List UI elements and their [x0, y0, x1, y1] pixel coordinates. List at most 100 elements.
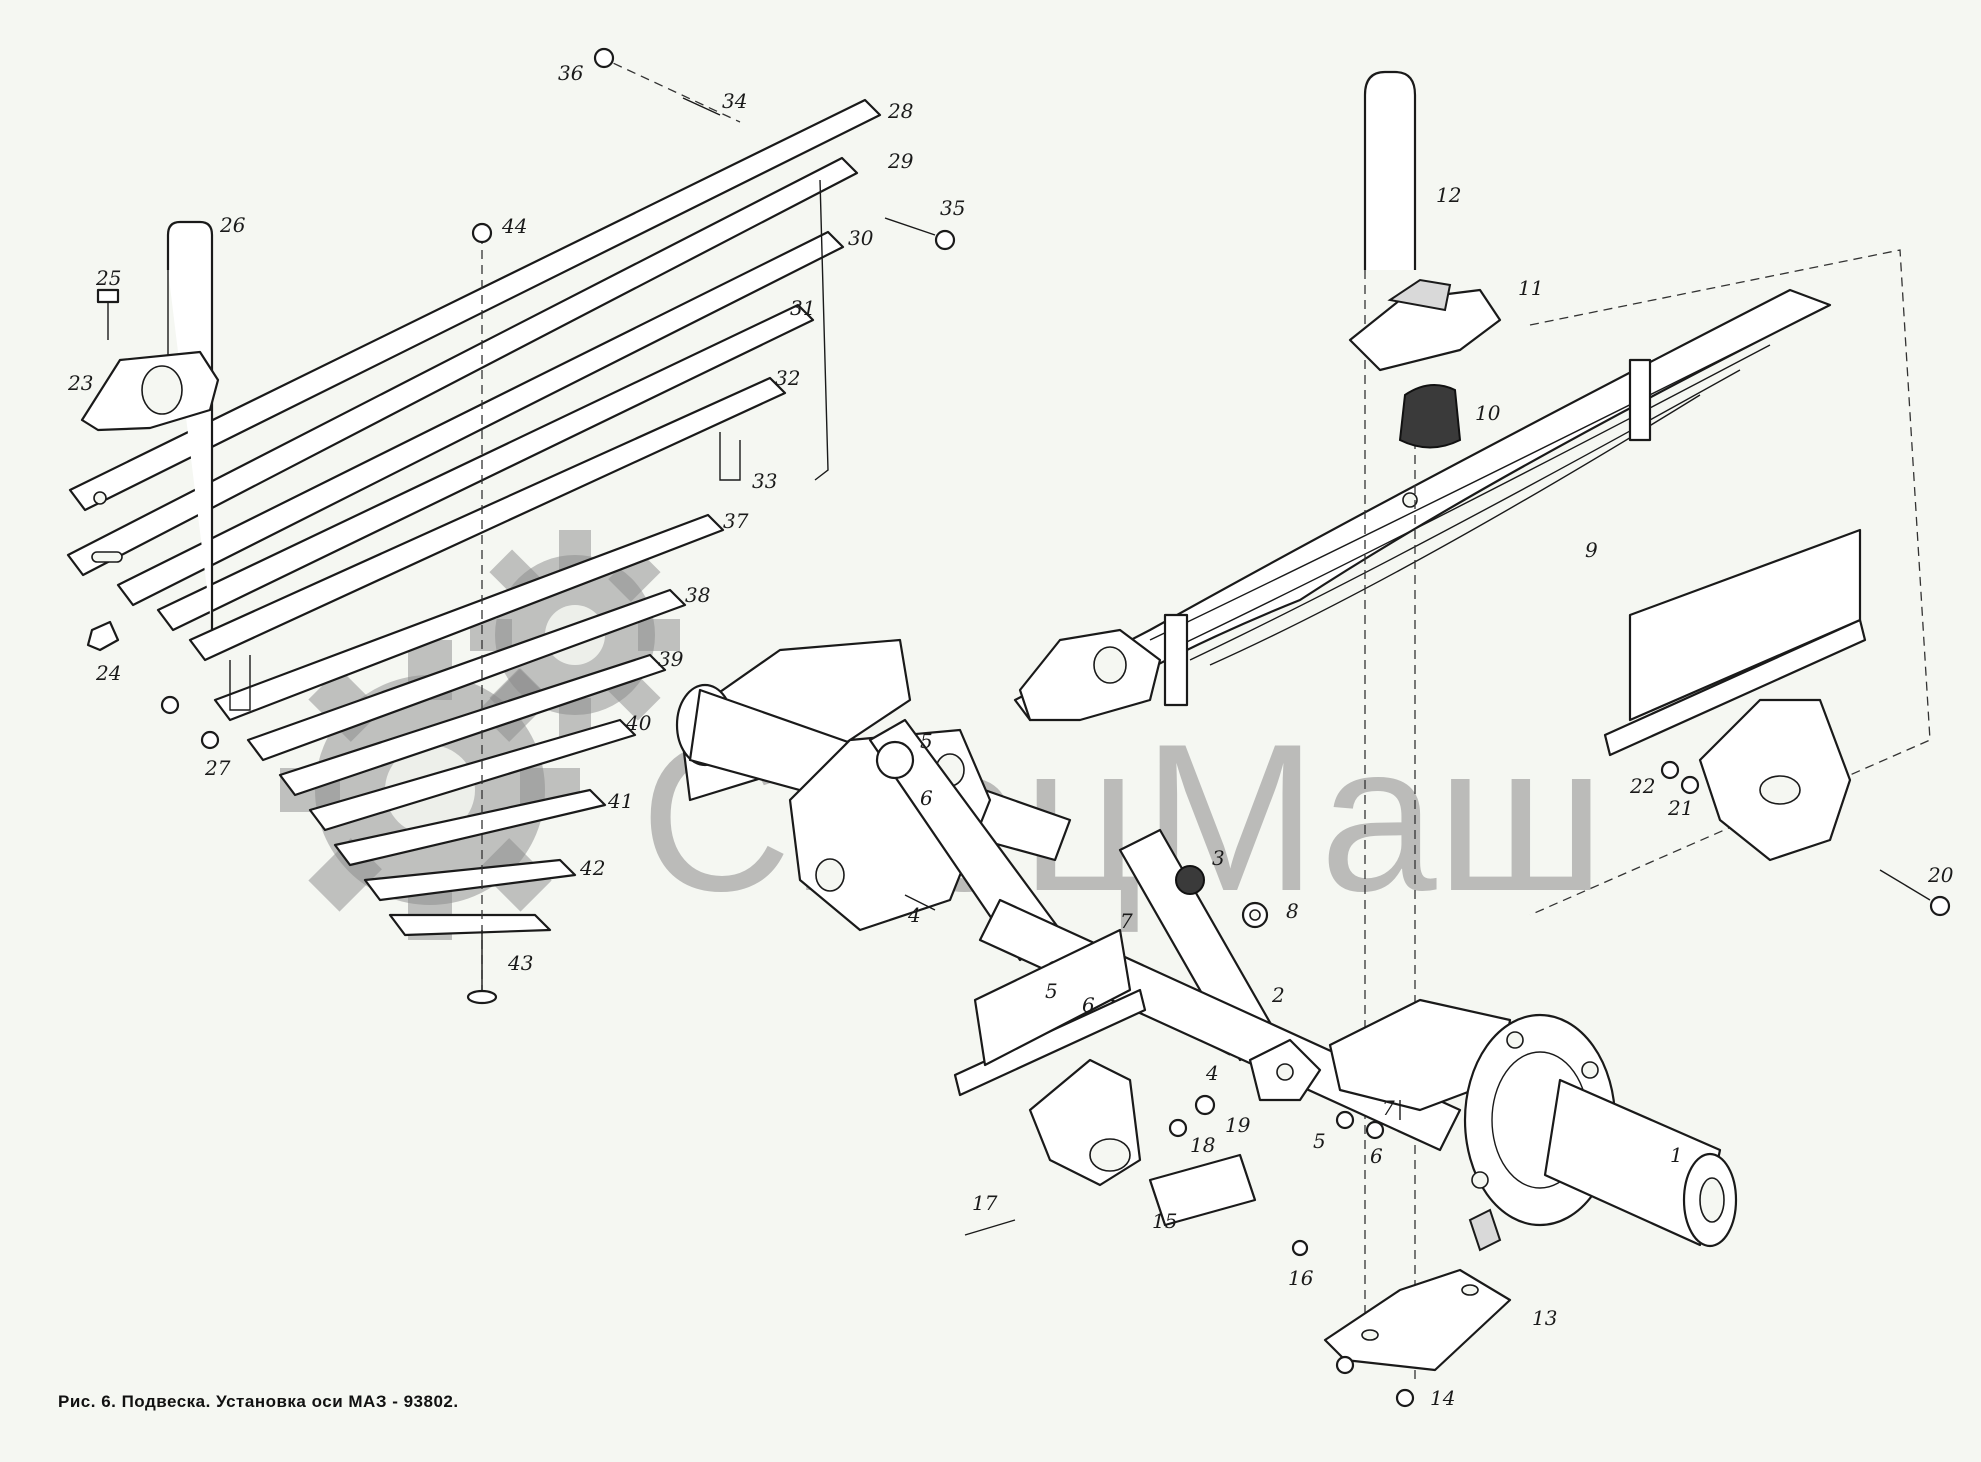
leaf-40: [308, 718, 637, 832]
leaf-31: [156, 303, 815, 632]
spindle: [1543, 1078, 1722, 1247]
callout-23: 23: [67, 371, 93, 395]
callout-36: 36: [558, 61, 584, 85]
callout-5-a: 5: [920, 729, 933, 753]
frame-bracket-lower: [953, 928, 1309, 1257]
nut-6-c: [1365, 1120, 1385, 1140]
leaf-41: [333, 788, 607, 867]
callout-44: 44: [501, 214, 527, 238]
u-bolt-26: [166, 220, 214, 630]
callout-12: 12: [1436, 183, 1461, 207]
callout-16: 16: [1288, 1266, 1314, 1290]
callout-18: 18: [1190, 1133, 1215, 1157]
callout-37: 37: [723, 509, 749, 533]
callout-21: 21: [1667, 796, 1693, 820]
plate-13-hole-a: [1361, 1329, 1379, 1341]
spring-9-clip-a: [1163, 613, 1189, 707]
nut-18: [1168, 1118, 1188, 1138]
frame-web-right: [1628, 528, 1862, 722]
bolt-35: [884, 217, 936, 236]
leaf-37: [213, 513, 725, 722]
callout-6-b: 6: [1082, 993, 1095, 1017]
callout-7-a: 7: [1120, 909, 1133, 933]
callout-33: 33: [752, 469, 777, 493]
leaf-28: [68, 98, 882, 512]
bolt-16: [1291, 1239, 1309, 1257]
callout-27: 27: [204, 756, 231, 780]
callout-25: 25: [95, 266, 121, 290]
callout-30: 30: [848, 226, 874, 250]
lower-hanger-bore: [1089, 1138, 1131, 1172]
pad-11-top: [1387, 278, 1452, 312]
hanger-bore: [1759, 775, 1801, 805]
callout-4-b: 4: [1205, 1061, 1219, 1085]
frame-bracket-right: [1603, 528, 1951, 917]
callout-17: 17: [972, 1191, 998, 1215]
callout-26: 26: [219, 213, 246, 237]
bolt-34-axis: [599, 56, 741, 123]
nut-22: [1660, 760, 1680, 780]
frame-rail-lower: [953, 988, 1147, 1097]
callouts: 1 2 3 4 4 5 5 5 6 6 6 7 7 8 9 10 11 12 1…: [67, 61, 1954, 1410]
nut-24: [86, 620, 120, 652]
callout-5-c: 5: [1313, 1129, 1326, 1153]
flange-stud-hole-1: [1506, 1031, 1524, 1049]
bolt-4-b: [1199, 1039, 1231, 1056]
leaf-30: [116, 230, 845, 607]
callout-22: 22: [1629, 774, 1655, 798]
rod-end-flange-hole: [1276, 1063, 1294, 1081]
nut-27-b: [200, 730, 220, 750]
bolt-20-head: [1929, 895, 1951, 917]
leaf-39: [278, 653, 667, 797]
callout-32: 32: [775, 366, 800, 390]
nut-27-a: [160, 695, 180, 715]
callout-28: 28: [887, 99, 913, 123]
callout-35: 35: [940, 196, 965, 220]
bottom-plate-assembly: [1323, 1268, 1512, 1408]
spring-leaves-exploded: [66, 47, 956, 1005]
washer-21: [1680, 775, 1700, 795]
balancer-bore-a: [815, 858, 845, 892]
nut-36: [593, 47, 615, 69]
pin-17: [964, 1219, 1016, 1236]
bolt-20: [1879, 869, 1931, 901]
callout-9: 9: [1585, 538, 1598, 562]
callout-29: 29: [887, 149, 914, 173]
bolt-4-a: [904, 894, 936, 911]
callout-10: 10: [1475, 401, 1501, 425]
spring-9-end-bracket: [1018, 628, 1162, 722]
plate-13: [1323, 1268, 1512, 1372]
callout-15: 15: [1152, 1209, 1177, 1233]
leaf-32: [188, 376, 787, 662]
nut-14-a: [1335, 1355, 1355, 1375]
washer-19: [1194, 1094, 1216, 1116]
u-bolt-12: [1363, 70, 1417, 270]
callout-7-b: 7: [1382, 1096, 1395, 1120]
callout-43: 43: [507, 951, 533, 975]
spring-9-clip-b: [1628, 358, 1652, 442]
bushing-3: [1175, 865, 1205, 895]
leaf-38: [246, 588, 687, 762]
nut-14-b: [1395, 1388, 1415, 1408]
bracket-assembly-left: [80, 220, 220, 750]
callout-13: 13: [1532, 1306, 1557, 1330]
frame-rail-right: [1603, 618, 1867, 757]
callout-4-a: 4: [907, 903, 921, 927]
spindle-bore: [1699, 1177, 1725, 1223]
spring-9-main: [1013, 288, 1832, 722]
callout-5-b: 5: [1045, 979, 1058, 1003]
pin-15: [1148, 1153, 1257, 1227]
callout-6-c: 6: [1370, 1144, 1383, 1168]
bolt-35-head: [934, 229, 956, 251]
bracket-23-bore: [141, 365, 183, 415]
nut-44: [471, 222, 493, 244]
callout-39: 39: [658, 647, 684, 671]
callout-20: 20: [1927, 863, 1954, 887]
spring-9-centre-hole: [1402, 492, 1418, 508]
callout-2: 2: [1271, 983, 1285, 1007]
washer-8-hole: [1249, 909, 1261, 921]
callout-40: 40: [625, 711, 652, 735]
leaf-slot: [91, 551, 123, 563]
callout-11: 11: [1518, 276, 1543, 300]
